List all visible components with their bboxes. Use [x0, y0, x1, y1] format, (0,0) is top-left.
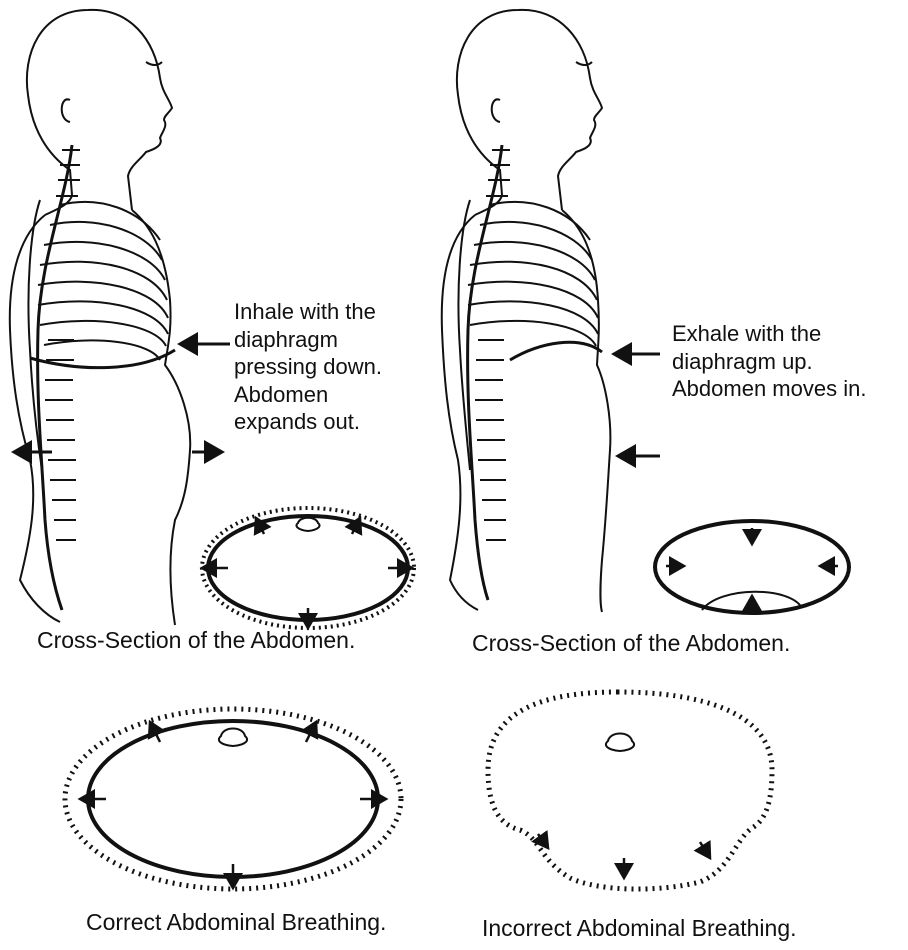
inhale-note-line: Abdomen — [234, 381, 382, 409]
exhale-note-line: diaphragm up. — [672, 348, 866, 376]
exhale-arrows — [614, 354, 660, 456]
inhale-cross-section-caption: Cross-Section of the Abdomen. — [37, 626, 355, 654]
inhale-body-figure — [10, 10, 190, 625]
exhale-body-figure — [442, 10, 611, 612]
inhale-cross-section — [202, 508, 414, 628]
exhale-cross-section-caption: Cross-Section of the Abdomen. — [472, 629, 790, 657]
exhale-note-line: Abdomen moves in. — [672, 375, 866, 403]
inhale-note-line: expands out. — [234, 408, 382, 436]
incorrect-breathing-caption: Incorrect Abdominal Breathing. — [482, 914, 797, 942]
incorrect-breathing-cross-section — [488, 692, 772, 889]
inhale-note-line: diaphragm — [234, 326, 382, 354]
inhale-note: Inhale with the diaphragm pressing down.… — [234, 298, 382, 436]
inhale-note-line: pressing down. — [234, 353, 382, 381]
exhale-note-line: Exhale with the — [672, 320, 866, 348]
correct-breathing-caption: Correct Abdominal Breathing. — [86, 908, 386, 936]
correct-breathing-cross-section — [65, 709, 401, 889]
inhale-note-line: Inhale with the — [234, 298, 382, 326]
exhale-note: Exhale with the diaphragm up. Abdomen mo… — [672, 320, 866, 403]
exhale-cross-section — [655, 521, 849, 613]
